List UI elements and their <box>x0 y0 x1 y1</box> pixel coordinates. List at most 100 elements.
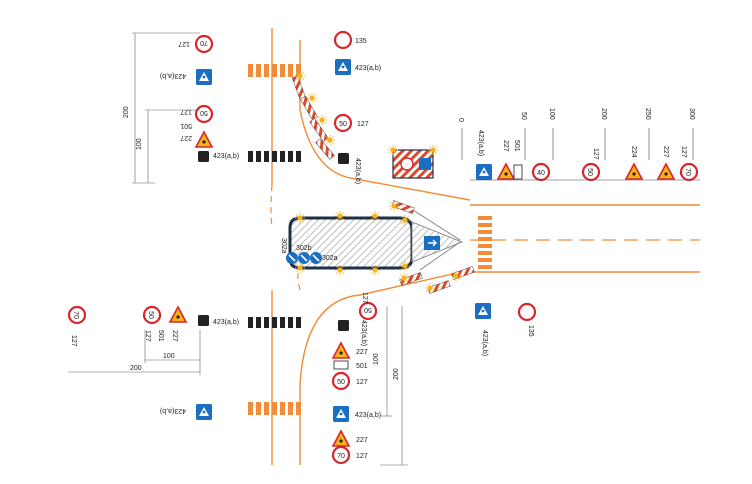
crossings <box>248 64 492 415</box>
keep-right-sign-302b <box>298 252 310 264</box>
label-n-423-mid: 423(a,b) <box>354 158 361 184</box>
warning-board <box>387 144 439 179</box>
dim-sw-100: 100 <box>163 353 175 360</box>
north-sign-group: 70 127 423(a,b) 50 127 501 227 423(a,b) … <box>123 30 381 184</box>
warning-sign-sw <box>169 306 187 323</box>
scale-warning-sign-1 <box>497 163 515 180</box>
label-nw-127: 127 <box>180 108 192 115</box>
approach-line-top <box>404 204 461 241</box>
barrier-e1 <box>391 200 415 214</box>
island-label-1: 302a <box>280 238 287 254</box>
dim-n-100: 100 <box>136 138 143 150</box>
speed-s-50-value: 50 <box>337 379 345 386</box>
barrier-s2 <box>427 280 451 294</box>
label-sw-127-far: 127 <box>70 335 77 347</box>
label-n-127: 127 <box>357 121 369 128</box>
label-s-227-1: 227 <box>356 349 368 356</box>
dimension-lines-south <box>380 306 408 466</box>
scale-tick-300: 300 <box>688 108 695 120</box>
box-n-centre <box>338 153 349 164</box>
black-sign-boxes <box>198 151 349 331</box>
scale-tick-200: 200 <box>600 108 607 120</box>
speed-s-70-value: 70 <box>337 453 345 460</box>
barrier-n4 <box>315 138 335 160</box>
label-nw-1: 127 <box>178 40 190 47</box>
sign-135-top <box>333 30 353 50</box>
dimension-lines-north <box>132 32 200 184</box>
dim-sw-200: 200 <box>130 365 142 372</box>
barrier-n1 <box>291 75 307 101</box>
zebra-crossing-south <box>248 317 301 328</box>
label-s-501: 501 <box>356 363 368 370</box>
scale-speed-40-value: 40 <box>537 170 545 177</box>
scale-warning-sign-3 <box>657 163 675 180</box>
approach-line-bottom <box>419 241 461 271</box>
ped-sign-bottom-left <box>196 404 212 420</box>
label-n-135: 135 <box>355 38 367 45</box>
scale-speed-50-value: 50 <box>586 168 593 176</box>
island-label-3: 302a <box>322 255 338 262</box>
orange-crossing-north <box>248 64 301 77</box>
scale-label-127-1: 127 <box>592 148 599 160</box>
dim-s-200: 200 <box>393 368 400 380</box>
box-s-centre <box>338 320 349 331</box>
south-sign-group: 70 127 50 227 501 127 423(a,b) 100 200 4… <box>67 292 537 466</box>
road-edge-west-dashed-top <box>270 184 273 229</box>
plate-501 <box>333 360 349 370</box>
zebra-crossing-north <box>248 151 301 162</box>
keep-right-sign-302a <box>286 252 298 264</box>
dim-s-100: 100 <box>373 353 380 365</box>
label-nw-227: 227 <box>180 134 192 141</box>
label-sw-423-bottom: 423(a,b) <box>160 407 186 414</box>
barrier-n3 <box>309 118 329 142</box>
scale-tick-100: 100 <box>548 108 555 120</box>
barrier-s1 <box>399 272 423 286</box>
scale-label-501: 501 <box>513 140 520 152</box>
scale-label-227-1: 227 <box>502 140 509 152</box>
speed-n-50-value: 50 <box>339 121 347 128</box>
scale-label-224: 224 <box>630 146 637 158</box>
scale-tick-250: 250 <box>644 108 651 120</box>
label-e-423: 423(a,b) <box>481 330 488 356</box>
speed-far-left-value: 70 <box>72 311 79 319</box>
scale-tick-50: 50 <box>520 112 527 120</box>
road-edge-north-right <box>299 40 471 201</box>
orange-crossing-east <box>478 216 492 269</box>
speed-sign-top-left-value: 70 <box>200 39 208 46</box>
orange-crossing-south <box>248 402 301 415</box>
label-s-423-bottom: 423(a,b) <box>355 412 381 419</box>
central-island: 302a 302b 302a <box>280 210 464 276</box>
label-s-127-bottom: 127 <box>356 453 368 460</box>
scale-tick-0: 0 <box>457 118 464 122</box>
label-n-423-top: 423(a,b) <box>355 65 381 72</box>
scale-plate-501 <box>513 164 523 180</box>
warning-sign-s-2 <box>332 430 350 447</box>
label-sw-227: 227 <box>171 330 178 342</box>
speed-s-50-top-value: 50 <box>364 306 372 313</box>
ped-sign-top-left <box>196 69 212 85</box>
speed-sw-50-value: 50 <box>147 311 154 319</box>
label-sw-501: 501 <box>157 330 164 342</box>
arrow-panel-island <box>424 236 440 250</box>
scale-label-227-2: 227 <box>662 146 669 158</box>
label-nw-423: 423(a,b) <box>213 153 239 160</box>
island-label-2: 302b <box>296 245 312 252</box>
road-edge-south-right <box>299 269 471 465</box>
ped-sign-s-bottom <box>333 406 349 422</box>
label-s-127-top: 127 <box>361 292 368 304</box>
hatched-barriers <box>291 70 475 294</box>
label-sw-127: 127 <box>144 330 151 342</box>
label-s-423-mid: 423(a,b) <box>360 320 367 346</box>
box-sw <box>198 315 209 326</box>
box-nw <box>198 151 209 162</box>
scale-legend: 0 50 100 200 250 300 423(a,b) 227 501 40… <box>457 108 700 182</box>
keep-right-sign-302a-2 <box>310 252 322 264</box>
scale-warning-sign-2 <box>625 163 643 180</box>
warning-sign-s-1 <box>332 342 350 359</box>
label-nw-501: 501 <box>180 122 192 129</box>
dimension-lines-south-west <box>68 330 201 375</box>
barrier-n2 <box>300 95 318 121</box>
dim-n-200: 200 <box>123 106 130 118</box>
